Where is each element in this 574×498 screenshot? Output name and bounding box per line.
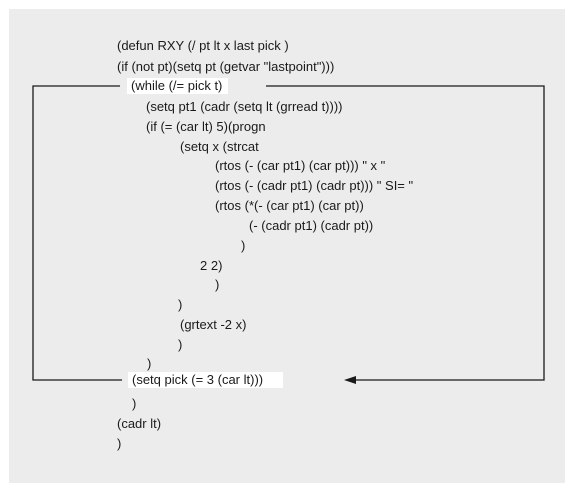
loop-left-bracket: [32, 85, 122, 381]
code-line-rtos-x: (rtos (- (car pt1) (car pt))) " x ": [215, 158, 386, 173]
code-line-cadr-lt: (cadr lt): [117, 416, 162, 431]
code-line-close-paren-5: ): [147, 356, 152, 371]
loop-arrow-head: [344, 376, 356, 384]
code-line-close-paren-1: ): [241, 238, 246, 253]
code-line-close-paren-6: ): [132, 396, 137, 411]
code-line-precision: 2 2): [200, 258, 223, 273]
code-line-setq-pick: (setq pick (= 3 (car lt))): [128, 372, 284, 388]
loop-right-bracket: [266, 85, 545, 381]
code-line-while: (while (/= pick t): [127, 78, 229, 94]
code-line-grtext: (grtext -2 x): [180, 317, 247, 332]
code-line-defun: (defun RXY (/ pt lt x last pick ): [117, 38, 289, 53]
code-line-setq-pt1: (setq pt1 (cadr (setq lt (grread t)))): [146, 99, 343, 114]
diagram-panel: [9, 9, 565, 483]
code-line-close-paren-2: ): [215, 277, 220, 292]
code-line-rtos-product: (rtos (*(- (car pt1) (car pt)): [215, 198, 364, 213]
code-line-if-not-pt: (if (not pt)(setq pt (getvar "lastpoint"…: [117, 59, 335, 74]
code-line-close-paren-3: ): [178, 297, 183, 312]
code-line-cadr-diff: (- (cadr pt1) (cadr pt)): [249, 218, 374, 233]
code-line-close-paren-4: ): [178, 337, 183, 352]
code-line-if-progn: (if (= (car lt) 5)(progn: [146, 119, 266, 134]
code-line-rtos-si: (rtos (- (cadr pt1) (cadr pt))) " SI= ": [215, 178, 414, 193]
code-line-setq-x: (setq x (strcat: [180, 139, 259, 154]
code-line-close-paren-final: ): [117, 436, 122, 451]
